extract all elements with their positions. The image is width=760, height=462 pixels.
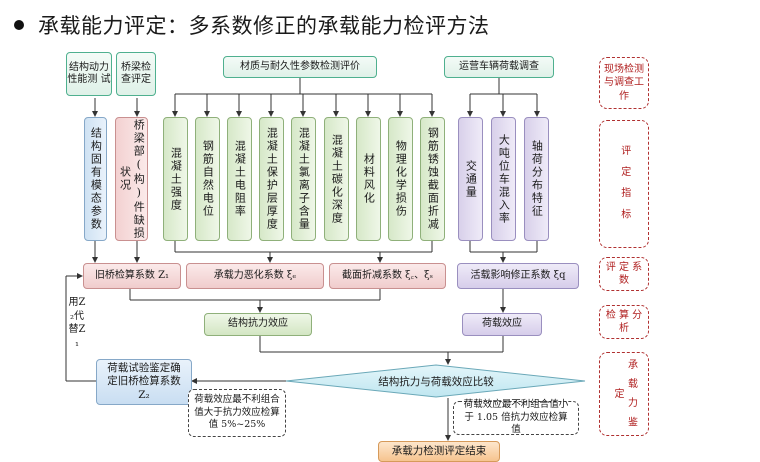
bullet-icon xyxy=(14,20,24,30)
header-bridge-label: 桥梁检 查评定 xyxy=(121,61,151,86)
column-label: 轴荷分布特征 xyxy=(530,140,544,218)
note-pass-text: 荷载效应最不利组合值小于 1.05 倍抗力效应检算值 xyxy=(463,399,569,436)
header-material: 材质与耐久性参数检测评价 xyxy=(223,56,377,78)
header-traffic: 运营车辆荷载调查 xyxy=(444,56,554,78)
coef-z1: 旧桥检算系数 Z₁ xyxy=(83,263,181,289)
column-axle-load: 轴荷分布特征 xyxy=(524,117,549,241)
note-exceed-text: 荷载效应最不利组合值大于抗力效应检算值 5%~25% xyxy=(194,394,280,431)
header-dynamic-label: 结构动力性能测 试 xyxy=(67,61,111,86)
compare-diamond xyxy=(286,364,586,398)
column-label: 物理化学损伤 xyxy=(394,140,408,218)
side-label-text: 承 载 力 鉴 定 xyxy=(612,358,637,430)
side-label-appraisal: 承 载 力 鉴 定 xyxy=(599,352,649,436)
side-label-text: 检 算 分 析 xyxy=(605,309,643,335)
replace-note-text: 用Z₂代替Z₁ xyxy=(68,297,86,349)
resistance-label: 结构抗力效应 xyxy=(228,318,288,330)
column-traffic-volume: 交通量 xyxy=(458,117,483,241)
coef-deterioration: 承载力恶化系数 ξₑ xyxy=(186,263,324,289)
column-label: 结构固有模态参数 xyxy=(89,127,103,231)
coef-label: 承载力恶化系数 ξₑ xyxy=(213,269,297,281)
header-traffic-label: 运营车辆荷载调查 xyxy=(459,60,539,72)
column-corrosion: 钢筋锈蚀截面折减 xyxy=(420,117,445,241)
coef-label: 活载影响修正系数 ξq xyxy=(470,269,566,281)
column-heavy-vehicle: 大吨位车混入率 xyxy=(491,117,516,241)
compare-text: 结构抗力与荷载效应比较 xyxy=(378,375,494,388)
load-test-label: 荷载试验鉴定确定旧桥检算系数 Z₂ xyxy=(107,362,181,401)
note-exceed: 荷载效应最不利组合值大于抗力效应检算值 5%~25% xyxy=(188,389,286,437)
header-material-label: 材质与耐久性参数检测评价 xyxy=(240,60,360,72)
column-label: 材料风化 xyxy=(362,153,376,205)
column-chloride: 混凝土氯离子含量 xyxy=(291,117,316,241)
column-label: 混凝土强度 xyxy=(169,146,183,212)
column-label: 大吨位车混入率 xyxy=(497,133,511,225)
column-modal-params: 结构固有模态参数 xyxy=(84,117,107,241)
column-label: 交通量 xyxy=(464,159,478,199)
column-label: 混凝土碳化深度 xyxy=(330,133,344,225)
coef-label: 旧桥检算系数 Z₁ xyxy=(94,269,170,281)
column-weathering: 材料风化 xyxy=(356,117,381,241)
side-label-indicators: 评 定 指 标 xyxy=(599,120,649,248)
column-label: 钢筋自然电位 xyxy=(201,140,215,218)
column-defect-status: 桥梁部(构)件缺损状况 xyxy=(115,117,148,241)
column-physical-damage: 物理化学损伤 xyxy=(388,117,413,241)
coef-section-reduction: 截面折减系数 ξ꜀、ξₛ xyxy=(329,263,446,289)
side-label-analysis: 检 算 分 析 xyxy=(599,305,649,339)
header-bridge-inspection: 桥梁检 查评定 xyxy=(116,52,156,96)
note-pass: 荷载效应最不利组合值小于 1.05 倍抗力效应检算值 xyxy=(453,399,579,436)
header-dynamic-test: 结构动力性能测 试 xyxy=(66,52,112,96)
compare-label: 结构抗力与荷载效应比较 xyxy=(286,364,586,398)
load-test-box: 荷载试验鉴定确定旧桥检算系数 Z₂ xyxy=(96,359,192,405)
column-label: 桥梁部(构)件缺损状况 xyxy=(118,118,146,240)
coef-label: 截面折减系数 ξ꜀、ξₛ xyxy=(341,269,434,281)
coef-live-load: 活载影响修正系数 ξq xyxy=(457,263,579,289)
page-title: 承载能力评定：多系数修正的承载能力检评方法 xyxy=(14,10,490,40)
column-label: 混凝土氯离子含量 xyxy=(297,127,311,231)
column-steel-potential: 钢筋自然电位 xyxy=(195,117,220,241)
page-title-text: 承载能力评定：多系数修正的承载能力检评方法 xyxy=(38,14,490,38)
replace-note: 用Z₂代替Z₁ xyxy=(68,296,86,350)
column-label: 混凝土保护层厚度 xyxy=(265,127,279,231)
side-label-text: 评 定 系 数 xyxy=(605,261,643,287)
side-label-text: 评 定 指 标 xyxy=(618,145,630,223)
end-label: 承载力检测评定结束 xyxy=(391,444,487,457)
column-label: 混凝土电阻率 xyxy=(233,140,247,218)
side-label-coefficients: 评 定 系 数 xyxy=(599,257,649,291)
column-label: 钢筋锈蚀截面折减 xyxy=(426,127,440,231)
load-label: 荷载效应 xyxy=(482,318,522,330)
column-concrete-strength: 混凝土强度 xyxy=(163,117,188,241)
column-resistivity: 混凝土电阻率 xyxy=(227,117,252,241)
load-effect: 荷载效应 xyxy=(462,313,542,336)
side-label-field-work: 现场检测与调查工作 xyxy=(599,57,649,109)
column-cover-thickness: 混凝土保护层厚度 xyxy=(259,117,284,241)
resistance-effect: 结构抗力效应 xyxy=(204,313,312,336)
column-carbonation: 混凝土碳化深度 xyxy=(324,117,349,241)
side-label-text: 现场检测与调查工作 xyxy=(604,63,644,102)
end-box: 承载力检测评定结束 xyxy=(378,441,500,462)
